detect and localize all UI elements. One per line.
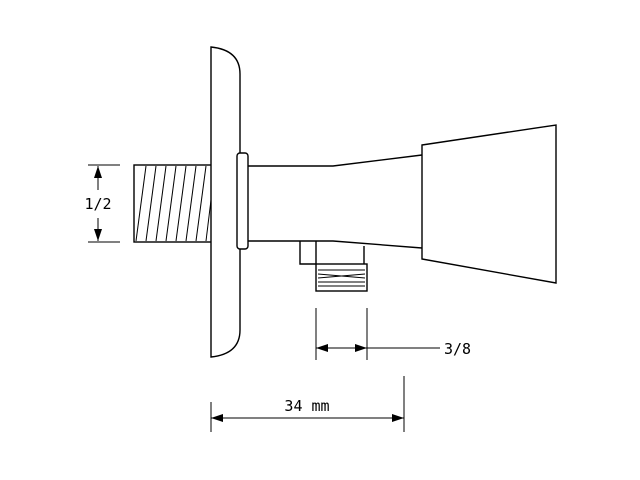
flange [210,46,241,358]
dimension-inlet: 1/2 [84,164,120,243]
outlet-thread-lines [317,269,366,287]
dimension-length: 34 mm [210,376,405,432]
inlet-thread [133,164,213,243]
outlet-nipple [299,241,368,292]
dimension-length-label: 34 mm [284,397,329,415]
dimension-outlet: 3/8 [315,308,471,360]
dimension-inlet-label: 1/2 [84,195,111,213]
valve-body [248,154,423,249]
dimension-outlet-label: 3/8 [444,340,471,358]
collar [236,152,249,250]
valve-handle [421,124,557,284]
inlet-thread-lines [135,165,212,242]
